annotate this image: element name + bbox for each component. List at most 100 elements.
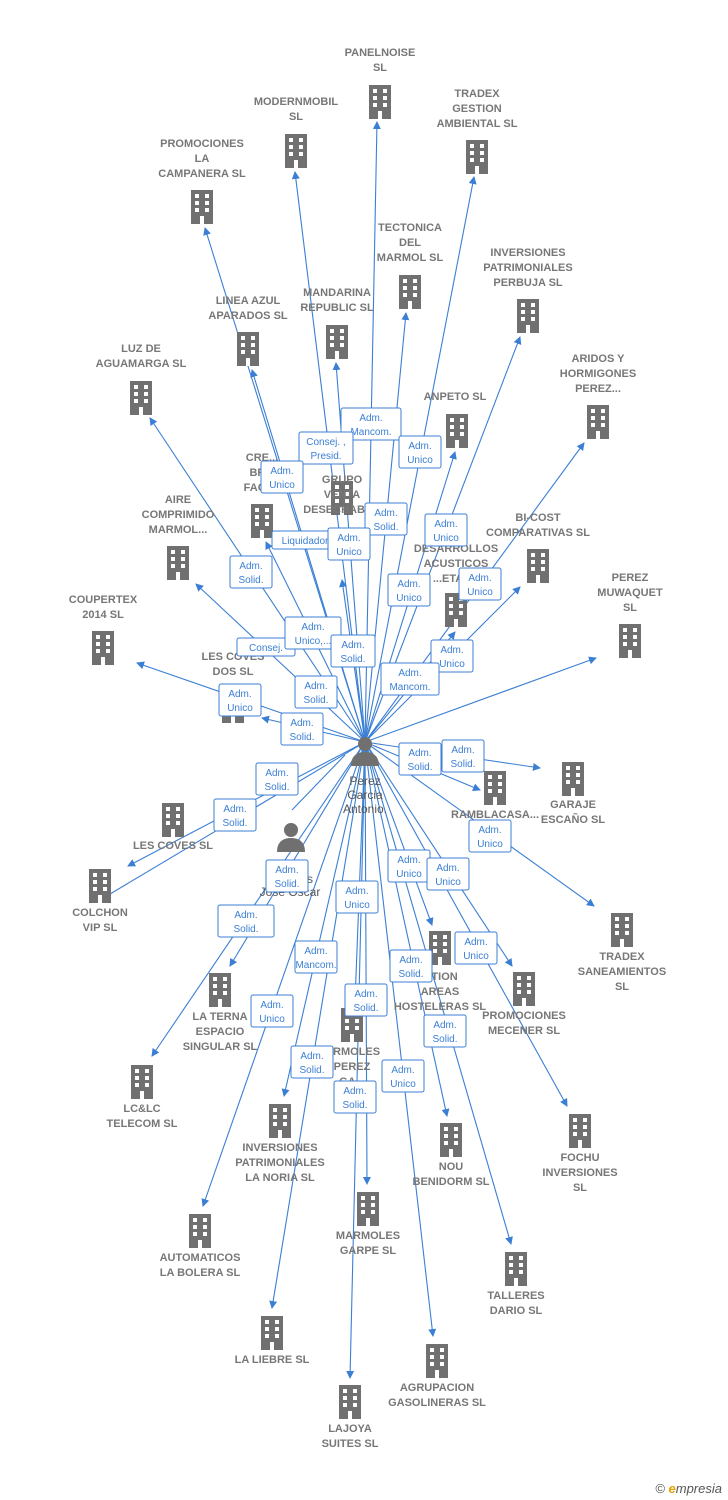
company-name: TECTONICA [378, 222, 442, 234]
relation-label: Adm. Unico [381, 1059, 425, 1093]
relation-label: Adm.Unico [327, 527, 371, 561]
relation-text: Adm. [359, 413, 382, 424]
relation-label: Adm.Solid. [364, 502, 408, 536]
company-node-grupo-venta[interactable]: GRUPOVENTADESECHABL... [303, 474, 381, 516]
company-name: LA NORIA SL [245, 1172, 315, 1184]
relation-label: Adm.Solid. [217, 904, 275, 938]
relation-text: Unico [435, 877, 461, 888]
company-name: MANDARINA [303, 287, 371, 299]
relation-text: Unico [407, 455, 433, 466]
company-name: ESPACIO [196, 1026, 245, 1038]
brand-logo-text: mpresia [675, 1481, 722, 1496]
building-icon [446, 414, 468, 448]
edge-talleres-dario [364, 741, 513, 1245]
edge-linea-azul [250, 369, 366, 743]
company-name: AMBIENTAL SL [437, 118, 518, 130]
company-name: AGRUPACION [400, 1382, 474, 1394]
building-icon [619, 624, 641, 658]
company-node-ramblacasa[interactable]: RAMBLACASA... [451, 771, 539, 821]
relation-label: Adm.Solid. [294, 675, 338, 709]
company-node-aridos[interactable]: ARIDOS YHORMIGONESPEREZ... [560, 353, 636, 439]
company-name: LA [195, 153, 210, 165]
company-name: DARIO SL [490, 1305, 543, 1317]
company-name: PATRIMONIALES [483, 262, 572, 274]
building-icon [369, 85, 391, 119]
company-name: HOSTELERAS SL [394, 1001, 487, 1013]
relation-label: Adm.Unico [335, 880, 379, 914]
relation-text: Adm. [408, 441, 431, 452]
relation-labels: Adm.Mancom.Consej. ,Presid.Adm.UnicoAdm.… [213, 407, 512, 1114]
relation-label: Adm.Unico [430, 639, 474, 673]
relation-label: Adm.Solid. [441, 739, 485, 773]
company-name: AREAS [421, 986, 460, 998]
company-name: SINGULAR SL [183, 1041, 258, 1053]
relation-text: Solid. [340, 654, 365, 665]
relation-text: Adm. [391, 1065, 414, 1076]
relation-text: Solid. [238, 575, 263, 586]
relation-label: Adm.Solid. [213, 798, 257, 832]
company-node-la-liebre[interactable]: LA LIEBRE SL [235, 1316, 310, 1366]
company-node-aire-comprimido[interactable]: AIRECOMPRIMIDOMARMOL... [142, 494, 215, 580]
edge [291, 754, 346, 811]
building-icon [587, 405, 609, 439]
center-person-name: Perez [349, 774, 380, 788]
relation-text: Unico [344, 900, 370, 911]
relation-text: Mancom. [295, 960, 336, 971]
relation-text: Adm. [451, 745, 474, 756]
relation-text: Solid. [398, 969, 423, 980]
edge-lclc [151, 741, 366, 1057]
building-icon [426, 1344, 448, 1378]
company-name: DESECHABL... [303, 504, 381, 516]
relation-text: Unico [439, 659, 465, 670]
relation-text: Solid. [432, 1034, 457, 1045]
edge-perez-muwaquet [364, 656, 597, 743]
company-name: MECENER SL [488, 1025, 560, 1037]
company-node-les-coves[interactable]: LES COVES SL [133, 803, 213, 852]
relation-text: Solid. [264, 782, 289, 793]
company-name: AIRE [165, 494, 191, 506]
edge-agrupacion [364, 741, 437, 1337]
relation-text: Mancom. [350, 427, 391, 438]
relation-text: Unico [259, 1014, 285, 1025]
company-name: PROMOCIONES [160, 138, 244, 150]
relation-text: Unico [227, 703, 253, 714]
relation-label: Adm.Unico [426, 857, 470, 891]
relation-text: Adm. [239, 561, 262, 572]
relation-text: Adm. [223, 804, 246, 815]
relation-text: Adm. [408, 748, 431, 759]
company-name: PEREZ... [575, 383, 621, 395]
relation-text: Solid. [233, 924, 258, 935]
relation-text: Unico [390, 1079, 416, 1090]
relation-text: Adm. [397, 579, 420, 590]
building-icon [339, 1385, 361, 1419]
building-icon [237, 332, 259, 366]
company-node-anpeto[interactable]: ANPETO SL [424, 391, 487, 448]
